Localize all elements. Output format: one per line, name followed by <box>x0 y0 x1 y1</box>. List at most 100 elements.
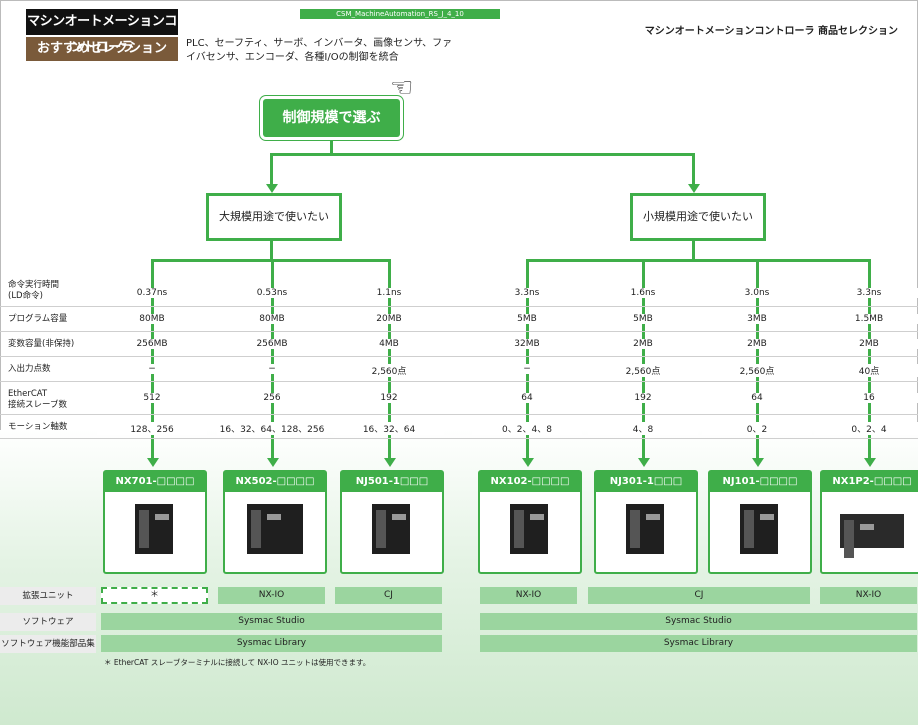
spec-cell-axes: 16、32、64、128、256 <box>217 422 327 435</box>
spec-cell-program: 1.5MB <box>814 314 918 324</box>
controller-image <box>247 504 303 554</box>
spec-cell-io: 2,560点 <box>588 364 698 377</box>
large-scale-branch[interactable]: 大規模用途で使いたい <box>206 193 342 241</box>
product-model: NX502-□□□□ <box>225 472 325 492</box>
spec-cell-io: − <box>97 364 207 374</box>
product-card[interactable]: NX102-□□□□ <box>478 470 582 574</box>
row-separator <box>0 356 918 357</box>
spec-cell-io: − <box>217 364 327 374</box>
product-card[interactable]: NX701-□□□□ <box>103 470 207 574</box>
expansion-nj-cj: CJ <box>588 587 810 604</box>
product-arrow <box>522 458 534 467</box>
row-separator <box>0 381 918 382</box>
spec-cell-exec: 3.3ns <box>814 288 918 298</box>
spec-cell-exec: 1.1ns <box>334 288 444 298</box>
row-label-text: EtherCAT 接続スレーブ数 <box>8 389 67 410</box>
spec-cell-slaves: 192 <box>588 393 698 403</box>
connector-right-down <box>692 153 695 189</box>
product-connector <box>526 259 529 459</box>
connector-small-down <box>692 241 695 261</box>
spec-cell-slaves: 64 <box>472 393 582 403</box>
spec-cell-variable: 2MB <box>702 339 812 349</box>
product-card[interactable]: NJ301-1□□□ <box>594 470 698 574</box>
pointing-hand-icon: ☜ <box>390 73 414 103</box>
spec-cell-exec: 1.6ns <box>588 288 698 298</box>
row-label-variable: 変数容量(非保持) <box>8 339 75 349</box>
spec-cell-exec: 3.0ns <box>702 288 812 298</box>
row-separator <box>0 331 918 332</box>
connector-large-down <box>270 241 273 261</box>
row-label-io: 入出力点数 <box>8 364 51 374</box>
product-connector <box>756 259 759 459</box>
spec-cell-axes: 0、2、4 <box>814 422 918 435</box>
controller-image <box>510 504 548 554</box>
product-connector <box>388 259 391 459</box>
spec-cell-slaves: 16 <box>814 393 918 403</box>
description: PLC、セーフティ、サーボ、インバータ、画像センサ、ファイバセンサ、エンコーダ、… <box>186 38 453 63</box>
product-arrow <box>638 458 650 467</box>
logo-subtitle: おすすめセレクション <box>26 37 178 61</box>
expansion-nx102: NX-IO <box>480 587 577 604</box>
spec-cell-variable: 256MB <box>97 339 207 349</box>
spec-cell-variable: 32MB <box>472 339 582 349</box>
spec-cell-io: 2,560点 <box>334 364 444 377</box>
product-connector <box>642 259 645 459</box>
spec-cell-slaves: 512 <box>97 393 207 403</box>
select-by-scale-button[interactable]: 制御規模で選ぶ <box>263 99 400 137</box>
product-arrow <box>384 458 396 467</box>
product-model: NX102-□□□□ <box>480 472 580 492</box>
arrow-to-large <box>266 184 278 193</box>
row-label-ethercat: EtherCAT 接続スレーブ数 <box>8 389 67 411</box>
spec-cell-io: − <box>472 364 582 374</box>
spec-cell-exec: 0.53ns <box>217 288 327 298</box>
row-separator <box>0 414 918 415</box>
controller-image <box>840 514 904 558</box>
logo-title: マシンオートメーションコントローラ <box>26 9 178 55</box>
small-scale-branch[interactable]: 小規模用途で使いたい <box>630 193 766 241</box>
spec-cell-slaves: 192 <box>334 393 444 403</box>
row-separator <box>0 438 918 439</box>
software-left: Sysmac Studio <box>101 613 442 630</box>
label-expansion-units: 拡張ユニット <box>0 587 96 605</box>
arrow-to-small <box>688 184 700 193</box>
product-model: NJ301-1□□□ <box>596 472 696 492</box>
controller-image <box>626 504 664 554</box>
spec-cell-slaves: 256 <box>217 393 327 403</box>
row-label-exec-time: 命令実行時間 (LD命令) <box>8 280 59 302</box>
footnote: ＊ EtherCAT スレーブターミナルに接続して NX-IO ユニットは使用で… <box>104 658 371 667</box>
expansion-nx1p2: NX-IO <box>820 587 917 604</box>
product-card[interactable]: NX502-□□□□ <box>223 470 327 574</box>
expansion-nj501: CJ <box>335 587 442 604</box>
connector-root-horizontal <box>270 153 695 156</box>
spec-cell-axes: 4、8 <box>588 422 698 435</box>
spec-cell-axes: 16、32、64 <box>334 422 444 435</box>
spec-cell-variable: 4MB <box>334 339 444 349</box>
software-right: Sysmac Studio <box>480 613 917 630</box>
product-connector <box>271 259 274 459</box>
product-card[interactable]: NX1P2-□□□□ <box>820 470 918 574</box>
row-label-text: 命令実行時間 (LD命令) <box>8 280 60 301</box>
document-code: CSM_MachineAutomation_RS_J_4_10 <box>300 9 500 19</box>
spec-cell-io: 2,560点 <box>702 364 812 377</box>
spec-cell-axes: 128、256 <box>97 422 207 435</box>
library-right: Sysmac Library <box>480 635 917 652</box>
spec-cell-exec: 3.3ns <box>472 288 582 298</box>
library-left: Sysmac Library <box>101 635 442 652</box>
product-card[interactable]: NJ101-□□□□ <box>708 470 812 574</box>
connector-root-down <box>330 141 333 155</box>
spec-cell-variable: 256MB <box>217 339 327 349</box>
connector-large-horizontal <box>152 259 389 262</box>
label-software: ソフトウェア <box>0 613 96 631</box>
product-model: NJ101-□□□□ <box>710 472 810 492</box>
controller-image <box>135 504 173 554</box>
product-model: NX1P2-□□□□ <box>822 472 918 492</box>
connector-small-horizontal <box>527 259 871 262</box>
spec-cell-variable: 2MB <box>814 339 918 349</box>
spec-cell-program: 80MB <box>97 314 207 324</box>
expansion-nx701: ＊ <box>101 587 208 604</box>
product-arrow <box>864 458 876 467</box>
label-software-library: ソフトウェア機能部品集 <box>0 635 96 653</box>
connector-left-down <box>270 153 273 189</box>
series-logo: マシンオートメーションコントローラ おすすめセレクション <box>26 9 178 61</box>
product-card[interactable]: NJ501-1□□□ <box>340 470 444 574</box>
